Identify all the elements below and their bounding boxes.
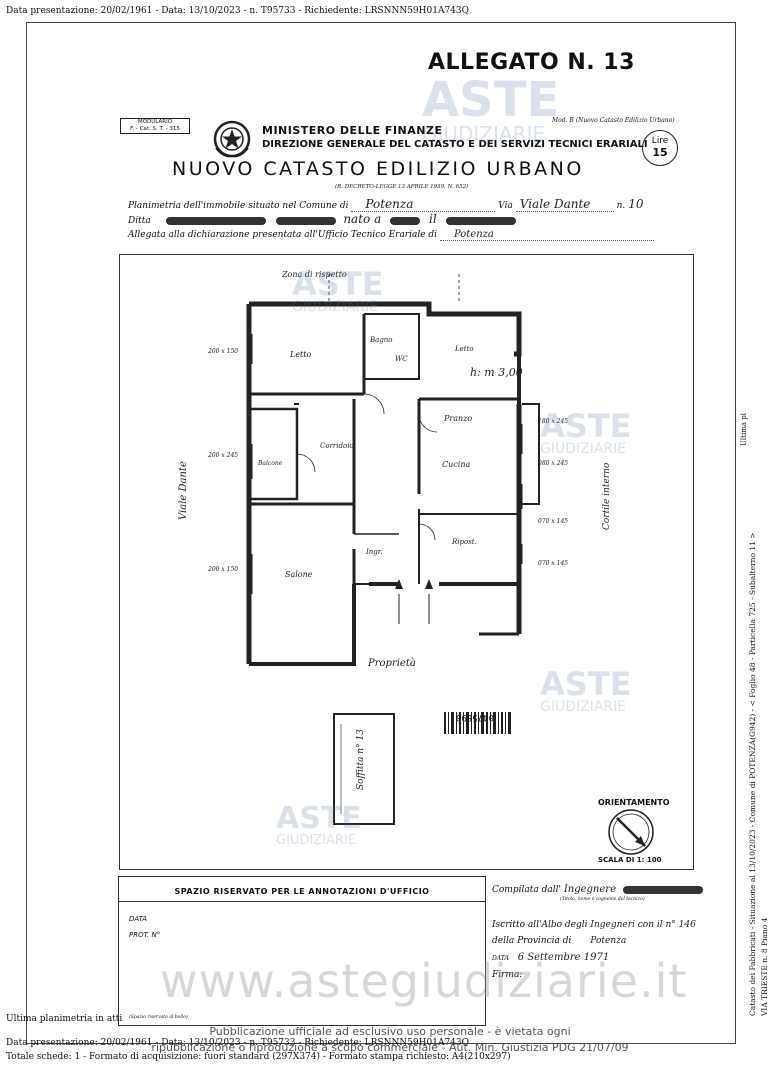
- catasto-title: NUOVO CATASTO EDILIZIO URBANO: [172, 158, 584, 180]
- direzione-heading: DIREZIONE GENERALE DEL CATASTO E DEI SER…: [262, 139, 648, 150]
- annotations-footnote: (Spazio riservato al bollo): [129, 1015, 188, 1020]
- ditta-row: Ditta nato a il: [128, 212, 684, 226]
- provincia-value: Potenza: [590, 936, 627, 946]
- orientamento-label: ORIENTAMENTO: [598, 798, 670, 807]
- watermark-aste-1: ASTE GIUDIZIARIE: [422, 72, 560, 146]
- window-dim-4: 200 x 150: [208, 566, 239, 573]
- compilata-row: Compilata dall' Ingegnere: [492, 884, 703, 895]
- room-label-7: Cucina: [442, 460, 471, 469]
- redacted-name-1: [165, 216, 266, 225]
- header-info-line: Data presentazione: 20/02/1961 - Data: 1…: [6, 6, 470, 16]
- allegata-label: Allegata alla dichiarazione presentata a…: [128, 230, 438, 240]
- provincia-label: della Provincia di: [492, 936, 572, 946]
- compilata-data-row: DATA 6 Settembre 1971: [492, 952, 609, 963]
- allegato-title: ALLEGATO N. 13: [428, 50, 635, 75]
- publication-notice-2: ripubblicazione o riproduzione a scopo c…: [151, 1041, 629, 1054]
- compilata-value: Ingegnere: [563, 884, 616, 895]
- lire-label: Lire: [651, 136, 669, 146]
- room-label-8: Salone: [285, 570, 313, 579]
- window-dim-3: 180 x 245: [538, 418, 569, 425]
- compilata-data-value: 6 Settembre 1971: [517, 952, 610, 963]
- footer-line-2: Totale schede: 1 - Formato di acquisizio…: [6, 1052, 511, 1062]
- window-dim-7: 070 x 145: [538, 560, 569, 567]
- room-label-10: Ripost.: [452, 538, 477, 546]
- iscritto-label: Iscritto all'Albo degli: [492, 920, 588, 930]
- comune-value: Potenza: [351, 197, 496, 212]
- soffitta-label: Soffitta n° 13: [356, 729, 366, 790]
- republic-emblem-icon: [213, 120, 251, 158]
- modulario-line-2: F. - Cat. S. T. - 315: [130, 126, 180, 132]
- planimetria-row: Planimetria dell'immobile situato nel Co…: [128, 197, 684, 212]
- room-label-5: Balcone: [258, 460, 283, 467]
- iscritto-value: Ingegneri con il n° 146: [590, 920, 696, 930]
- publication-notice-1: Pubblicazione ufficiale ad esclusivo uso…: [209, 1025, 571, 1038]
- side-plan-label: Cortile interno: [602, 462, 612, 530]
- proprieta-label: Proprietà: [368, 658, 416, 669]
- footer-ultima: Ultima planimetria in atti: [6, 1014, 123, 1024]
- compilata-data-label: DATA: [492, 955, 509, 962]
- height-note: h: m 3,00: [470, 366, 523, 379]
- il-text: il: [428, 212, 437, 226]
- firma-label: Firma:: [492, 970, 523, 980]
- watermark-site: www.astegiudiziarie.it: [160, 954, 688, 1008]
- redacted-date: [445, 216, 516, 225]
- ditta-label: Ditta: [128, 216, 151, 226]
- annotations-title: SPAZIO RISERVATO PER LE ANNOTAZIONI D'UF…: [174, 887, 430, 896]
- window-dim-5: 080 x 245: [538, 460, 569, 467]
- footer-line-1: Data presentazione: 20/02/1961 - Data: 1…: [6, 1038, 470, 1048]
- annotations-box: SPAZIO RISERVATO PER LE ANNOTAZIONI D'UF…: [118, 876, 486, 1026]
- annotations-prot-label: PROT. N°: [129, 931, 161, 939]
- redacted-engineer-name: [622, 885, 703, 894]
- compilata-label: Compilata dall': [492, 885, 561, 895]
- numero-label: n.: [616, 201, 626, 211]
- window-dim-6: 070 x 145: [538, 518, 569, 525]
- ufficio-value: Potenza: [439, 229, 654, 241]
- decreto-reference: (R. DECRETO-LEGGE 13 APRILE 1939, N. 652…: [335, 184, 469, 190]
- numero-value: 10: [628, 197, 644, 211]
- watermark-aste-2: ASTE GIUDIZIARIE: [292, 265, 384, 315]
- side-ultima-vertical: Ultima pl: [740, 413, 748, 446]
- watermark-aste-4: ASTE GIUDIZIARIE: [540, 665, 632, 715]
- window-dim-1: 200 x 150: [208, 348, 239, 355]
- room-label-2: Bagno: [370, 336, 393, 344]
- lire-stamp: Lire 15: [642, 130, 678, 166]
- floor-plan-box: [119, 254, 694, 870]
- floor-plan-drawing: [246, 274, 654, 855]
- watermark-aste-3: ASTE GIUDIZIARIE: [540, 407, 632, 457]
- room-label-1: Letto: [290, 350, 312, 359]
- compilata-sublabel: (Titolo, nome e cognome del tecnico): [560, 897, 645, 902]
- annotations-header: SPAZIO RISERVATO PER LE ANNOTAZIONI D'UF…: [119, 877, 485, 902]
- iscritto-row: Iscritto all'Albo degli Ingegneri con il…: [492, 920, 696, 930]
- room-label-6: Pranzo: [444, 414, 473, 423]
- window-dim-2: 200 x 245: [208, 452, 239, 459]
- document-frame: [26, 22, 736, 1044]
- modulario-box: MODULARIO F. - Cat. S. T. - 315: [120, 118, 190, 134]
- via-value: Viale Dante: [515, 197, 614, 212]
- room-label-4: Corridoio: [320, 442, 354, 450]
- allegata-row: Allegata alla dichiarazione presentata a…: [128, 229, 684, 241]
- room-label-9: Ingr.: [366, 548, 383, 556]
- redacted-place: [390, 216, 421, 225]
- room-label-3: WC: [395, 355, 408, 363]
- annotations-data-label: DATA: [129, 915, 148, 923]
- room-label-11: Letto: [455, 345, 474, 353]
- watermark-aste-5: ASTE GIUDIZIARIE: [276, 801, 362, 848]
- side-via-line: VIA TRIESTE n. 8 Piano 4: [760, 917, 769, 1016]
- nato-text: nato a: [343, 212, 382, 226]
- zona-label: Zona di rispetto: [282, 270, 347, 279]
- street-label: Viale Dante: [178, 461, 189, 520]
- ministero-heading: MINISTERO DELLE FINANZE: [262, 124, 443, 137]
- side-catasto-line: Catasto dei Fabbricati - Situazione al 1…: [748, 532, 757, 1016]
- provincia-row: della Provincia di Potenza: [492, 936, 626, 946]
- planimetria-label: Planimetria dell'immobile situato nel Co…: [128, 201, 349, 211]
- redacted-name-2: [276, 216, 337, 225]
- stamp-number: 0475890: [456, 712, 494, 722]
- model-reference: Mod. B (Nuovo Catasto Edilizio Urbano): [552, 117, 675, 124]
- scala-label: SCALA DI 1: 100: [598, 856, 662, 864]
- via-label: Via: [498, 201, 513, 211]
- modulario-line-1: MODULARIO: [137, 119, 173, 125]
- lire-value: 15: [652, 146, 668, 159]
